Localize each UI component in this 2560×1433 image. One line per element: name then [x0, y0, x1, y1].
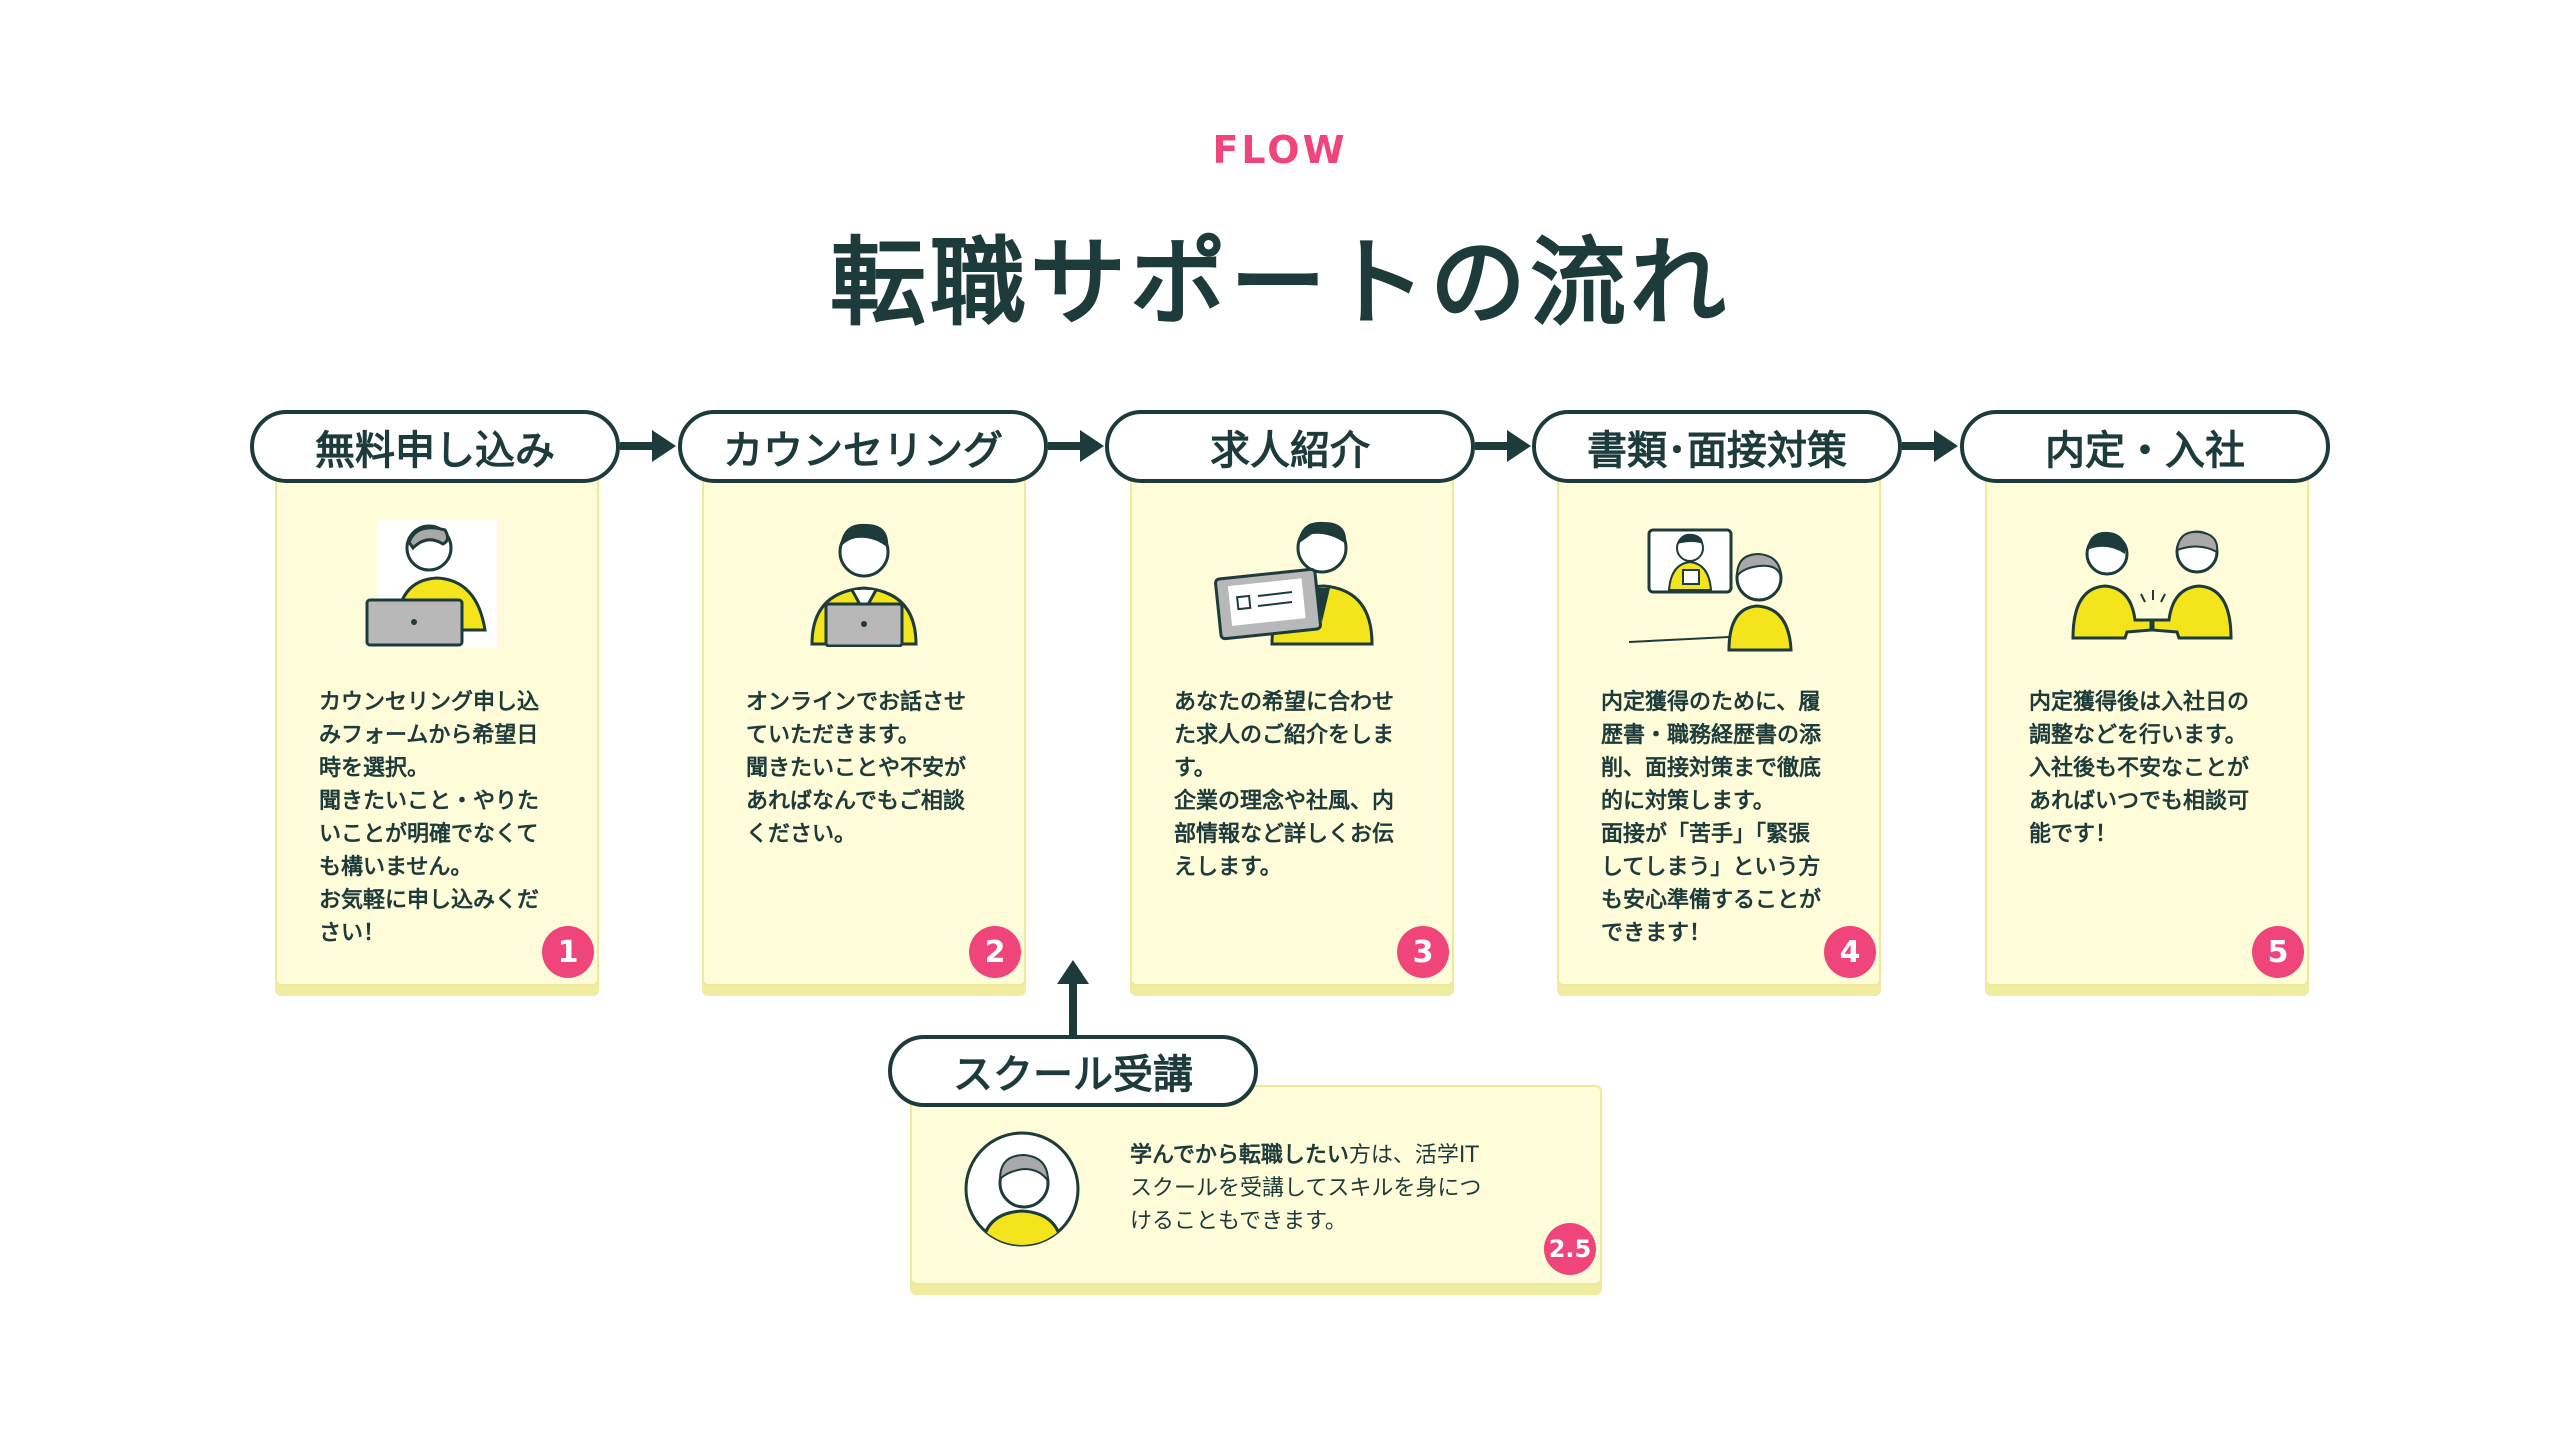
online-interview-icon [1629, 528, 1793, 652]
step-number-badge: 4 [1824, 926, 1876, 978]
page-title: 転職サポートの流れ [830, 227, 1730, 339]
arrow-right-icon [620, 430, 676, 462]
step-number-badge: 2 [969, 926, 1021, 978]
step-number-badge: 5 [2252, 926, 2304, 978]
arrow-right-icon [1048, 430, 1104, 462]
step-description: 内定獲得のために、履歴書・職務経歴書の添削、面接対策まで徹底的に対策します。面接… [1601, 690, 1822, 946]
step-label-1: 無料申し込み [250, 410, 620, 483]
job-introduction-icon [1214, 521, 1374, 646]
arrow-right-icon [1475, 430, 1531, 462]
school-description: 学んでから転職したい方は、活学IT スクールを受講してスキルを身につ けることも… [1130, 1143, 1482, 1234]
handshake-icon [2071, 530, 2233, 640]
step-number-badge: 1 [542, 926, 594, 978]
step-number-badge: 3 [1397, 926, 1449, 978]
step-card-2: オンラインでお話させていただきます。聞きたいことや不安があればなんでもご相談くだ… [702, 460, 1026, 986]
step-label-4: 書類･面接対策 [1532, 410, 1902, 483]
step-card-1: カウンセリング申し込みフォームから希望日時を選択。聞きたいこと・やりたいことが明… [275, 460, 599, 986]
school-label: スクール受講 [888, 1035, 1258, 1107]
step-number-badge: 2.5 [1544, 1223, 1596, 1275]
step-card-4: 内定獲得のために、履歴書・職務経歴書の添削、面接対策まで徹底的に対策します。面接… [1557, 460, 1881, 986]
school-card: 学んでから転職したい方は、活学IT スクールを受講してスキルを身につ けることも… [910, 1085, 1602, 1285]
counselor-laptop-icon [810, 523, 918, 647]
person-laptop-icon [365, 520, 497, 648]
student-avatar-icon [964, 1131, 1080, 1247]
arrow-up-icon [1057, 960, 1089, 1038]
eyebrow-label: FLOW [1212, 128, 1348, 172]
step-card-3: あなたの希望に合わせた求人のご紹介をします。企業の理念や社風、内部情報など詳しく… [1130, 460, 1454, 986]
step-description: あなたの希望に合わせた求人のご紹介をします。企業の理念や社風、内部情報など詳しく… [1174, 690, 1395, 880]
step-label-5: 内定・入社 [1960, 410, 2330, 483]
step-card-5: 内定獲得後は入社日の調整などを行います。入社後も不安なことがあればいつでも相談可… [1985, 460, 2309, 986]
arrow-right-icon [1902, 430, 1958, 462]
step-label-2: カウンセリング [678, 410, 1048, 483]
step-description: カウンセリング申し込みフォームから希望日時を選択。聞きたいこと・やりたいことが明… [319, 690, 540, 946]
step-description: オンラインでお話させていただきます。聞きたいことや不安があればなんでもご相談くだ… [746, 690, 967, 847]
step-description: 内定獲得後は入社日の調整などを行います。入社後も不安なことがあればいつでも相談可… [2029, 690, 2250, 847]
step-label-3: 求人紹介 [1105, 410, 1475, 483]
